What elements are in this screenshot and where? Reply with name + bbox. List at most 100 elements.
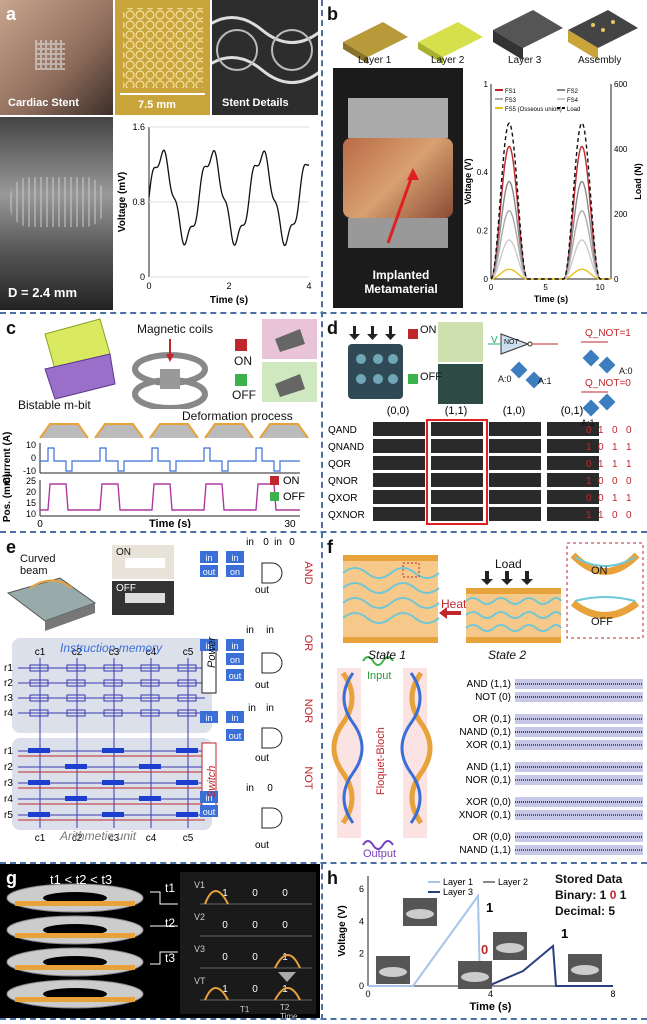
chart-b-y2label: Load (N) <box>633 163 643 200</box>
label-d-on: ON <box>420 324 437 336</box>
d-truth: 1 <box>586 476 592 487</box>
d-cell <box>547 422 599 436</box>
panel-label-d: d <box>327 318 338 338</box>
g-pulse <box>274 987 301 1001</box>
stent-details-svg <box>212 16 318 84</box>
e-row-top: r4 <box>4 708 13 719</box>
label-heat: Heat <box>441 597 467 611</box>
label-bistable: Bistable m-bit <box>18 398 91 412</box>
e-col-bottom: c5 <box>183 833 194 844</box>
chart-c2-ytick: 15 <box>26 498 36 508</box>
e-memory-cell <box>29 664 49 672</box>
d-cell <box>431 422 483 436</box>
deformation-frame <box>39 423 89 439</box>
d-row-label: QNOR <box>328 476 358 487</box>
e-memory-cell <box>103 664 123 672</box>
panel-f: f <box>323 533 647 861</box>
e-gate-name: OR <box>302 635 314 652</box>
tube-photo <box>0 117 113 310</box>
d-truth: 1 <box>612 442 618 453</box>
chart-c2-xtick: 30 <box>284 519 296 528</box>
d-truth: 1 <box>598 459 604 470</box>
label-off: OFF <box>232 388 256 402</box>
label-qnot0: Q_NOT=0 <box>585 378 631 389</box>
f-row-label: NOR (0,1) <box>465 775 511 786</box>
legend-on-label: ON <box>283 475 300 487</box>
stent-details-photo <box>212 0 318 115</box>
e-row-bottom: r4 <box>4 794 13 805</box>
chart-a-ytick: 0.8 <box>132 197 145 207</box>
g-connector <box>150 891 178 905</box>
chart-h-legend-label: Layer 3 <box>443 887 473 897</box>
label-f-on: ON <box>591 565 608 577</box>
layer-label-2: Layer 2 <box>431 55 465 66</box>
d-truth: 0 <box>612 476 618 487</box>
d-cell <box>431 456 483 470</box>
d-truth: 0 <box>598 493 604 504</box>
g-down-arrow <box>278 972 296 982</box>
d-truth: 1 <box>586 442 592 453</box>
label-arithmetic-unit: Arithmetic unit <box>60 829 137 843</box>
g-value: 1 <box>222 984 228 995</box>
d-cell <box>547 439 599 453</box>
scale-arrow <box>120 93 205 95</box>
chart-b-ytick: 0.4 <box>477 168 489 177</box>
chart-h-xtick: 0 <box>365 989 370 999</box>
d-cell <box>489 473 541 487</box>
chart-b-y2tick: 200 <box>614 210 628 219</box>
label-power: Power <box>206 636 218 668</box>
label-f-off: OFF <box>591 616 613 628</box>
divider <box>0 531 647 533</box>
e-io-text: in <box>231 641 238 651</box>
e-row-top: r3 <box>4 693 13 704</box>
e-row-bottom: r3 <box>4 778 13 789</box>
chart-h-photo-ring <box>406 909 434 919</box>
chart-b-xtick: 5 <box>543 283 548 292</box>
chart-a-xlabel: Time (s) <box>210 295 248 306</box>
e-col-bottom: c1 <box>35 833 46 844</box>
e-io-text: in <box>205 641 212 651</box>
d-truth: 0 <box>598 476 604 487</box>
panel-b: b Layer 1 Layer 2 Layer 3 Assembly Impla… <box>323 0 647 312</box>
g-ring-edge <box>15 901 135 906</box>
e-row-top: r1 <box>4 663 13 674</box>
g-v-label: V1 <box>194 880 205 890</box>
metamaterial-f: AND (1,1)NOT (0)OR (0,1)NAND (0,1)XOR (0… <box>331 542 644 856</box>
legend-on-swatch <box>270 476 279 485</box>
d-column-header: (1,0) <box>503 405 526 417</box>
chart-b-y2tick: 400 <box>614 145 628 154</box>
e-switch-cell <box>176 812 198 817</box>
e-io-box <box>200 791 218 803</box>
stored-decimal: Decimal: 5 <box>555 904 616 918</box>
caption-stent-details: Stent Details <box>222 97 289 109</box>
d-truth: 1 <box>626 493 632 504</box>
mbit-illustration <box>44 318 317 409</box>
f-row-label: AND (1,1) <box>467 762 511 773</box>
deformation-frame <box>259 423 309 439</box>
panel-label-h: h <box>327 868 338 888</box>
e-io-text: in <box>231 553 238 563</box>
f-row-label: XOR (0,1) <box>466 740 511 751</box>
label-input: Input <box>367 670 392 682</box>
chart-c1-ylabel: Current (A) <box>2 432 13 485</box>
f-row-label: OR (0,0) <box>473 832 511 843</box>
label-a0-center: A:0 <box>498 374 512 384</box>
d-truth: 0 <box>626 476 632 487</box>
chart-b-xtick: 0 <box>489 283 494 292</box>
chart-h-legend-label: Layer 1 <box>443 877 473 887</box>
g-ring-edge <box>15 997 135 1002</box>
e-gate-io: out <box>255 585 269 596</box>
caption-cardiac-stent: Cardiac Stent <box>8 97 79 109</box>
d-truth: 1 <box>612 459 618 470</box>
e-col-top: c5 <box>183 647 194 658</box>
label-output: Output <box>363 848 397 860</box>
d-truth: 0 <box>586 493 592 504</box>
d-row-label: QXOR <box>328 493 357 504</box>
e-switch-cell <box>28 780 50 785</box>
chart-h-ytick: 2 <box>359 949 364 959</box>
d-truth: 0 <box>612 510 618 521</box>
label-qnot1: Q_NOT=1 <box>585 328 631 339</box>
